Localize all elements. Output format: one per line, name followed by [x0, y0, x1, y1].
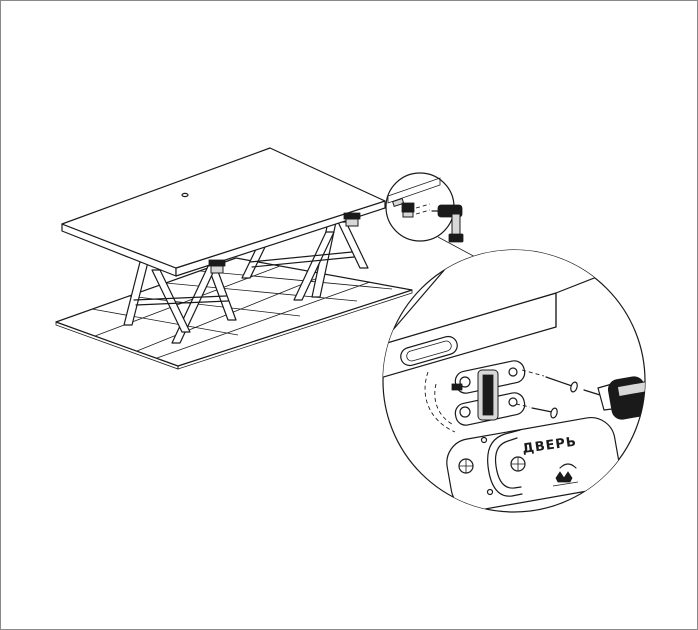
door-plate-icon: ДВЕРЬ [446, 416, 620, 512]
large-detail-callout: ДВЕРЬ [382, 249, 646, 513]
drill-icon [583, 376, 645, 420]
screw-icon [515, 369, 578, 419]
mounting-bracket-icon [451, 360, 526, 426]
edge-slot-icon [400, 335, 458, 367]
cable-hole-icon [181, 192, 189, 198]
table-top [61, 147, 386, 277]
small-detail-callout [385, 172, 464, 243]
table-brackets [208, 212, 361, 274]
brand-logo-icon [552, 463, 579, 487]
sawhorse-legs [123, 221, 369, 344]
drill-icon-small [431, 204, 464, 243]
